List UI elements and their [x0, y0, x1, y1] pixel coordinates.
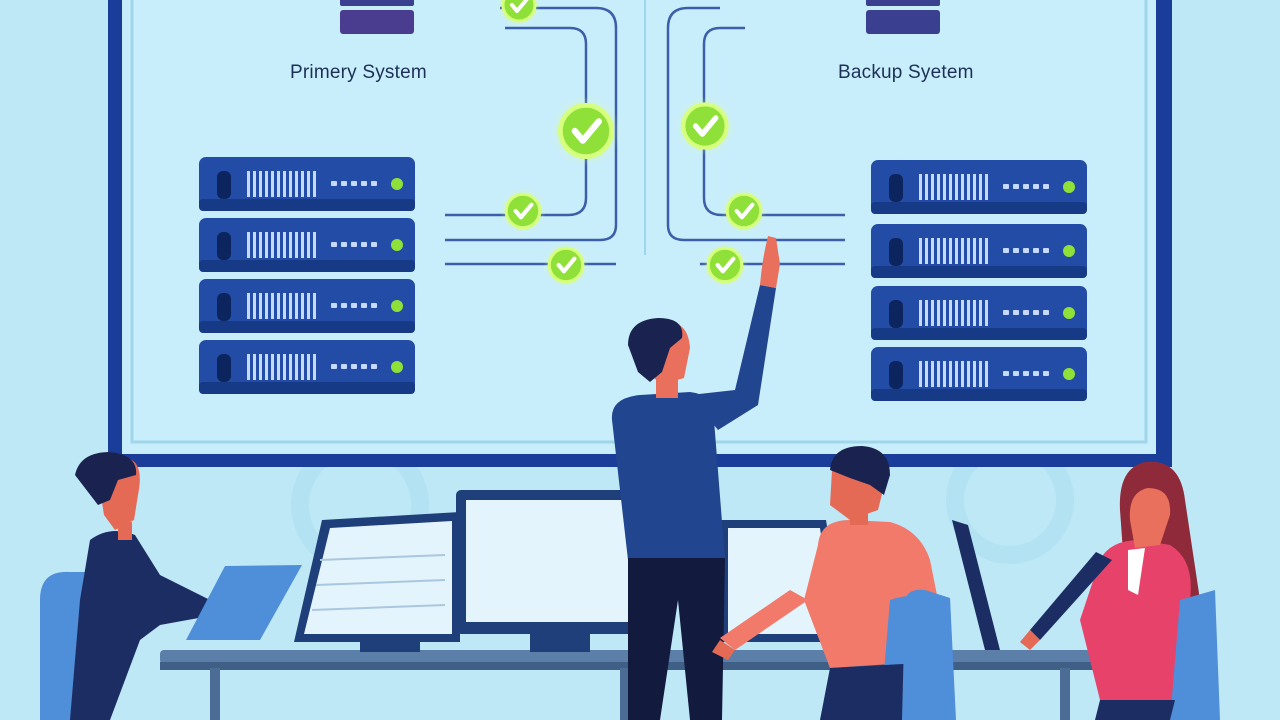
person-woman-right: [952, 461, 1220, 720]
top-server-stubs: [340, 0, 940, 34]
checkmark-icon: [675, 96, 734, 155]
checkmark-icon: [500, 188, 546, 234]
monitor-icon: [456, 490, 644, 652]
backup-system-label: Backup Syetem: [838, 62, 974, 83]
person-standing: [611, 236, 780, 720]
checkmark-icon: [721, 188, 767, 234]
checkmark-icon: [702, 242, 748, 288]
person-left: [40, 452, 302, 720]
checkmark-icon: [551, 96, 621, 166]
primary-system-label: Primery System: [290, 62, 427, 83]
monitor-icon: [294, 512, 460, 652]
chair-icon: [902, 589, 956, 720]
checkmark-icon: [543, 242, 589, 288]
